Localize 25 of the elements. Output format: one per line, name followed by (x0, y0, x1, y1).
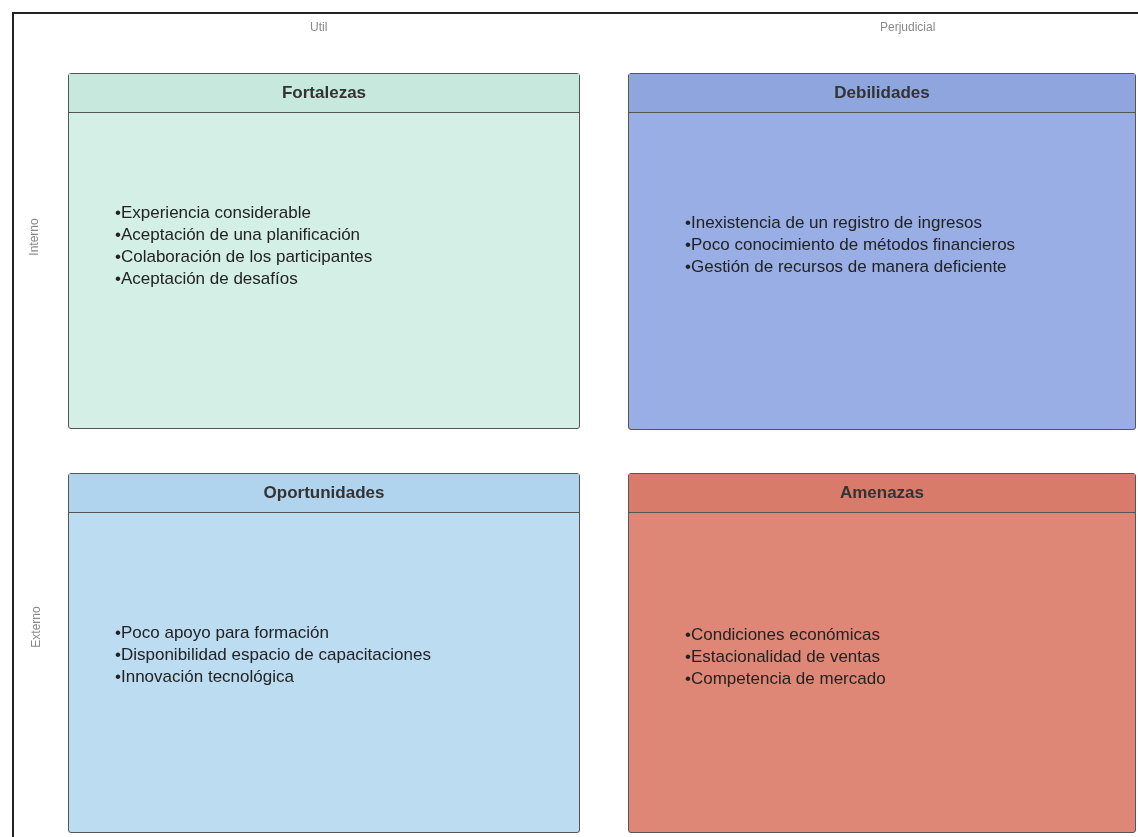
swot-quadrant-box (68, 473, 580, 833)
swot-quadrant-box (68, 73, 580, 429)
bullet-item: •Aceptación de desafíos (115, 268, 299, 290)
bullet-item: •Experiencia considerable (115, 202, 312, 224)
bullet-item: •Estacionalidad de ventas (685, 646, 881, 668)
bullet-item: •Aceptación de una planificación (115, 224, 362, 246)
row-label: Externo (28, 606, 43, 648)
bullet-item: •Innovación tecnológica (115, 666, 295, 688)
swot-quadrant-box (628, 473, 1136, 833)
bullet-item: •Disponibilidad espacio de capacitaciones (115, 644, 432, 666)
row-label: Interno (26, 218, 41, 256)
bullet-item: •Colaboración de los participantes (115, 246, 374, 268)
bullet-item: •Inexistencia de un registro de ingresos (685, 212, 983, 234)
bullet-item: •Poco apoyo para formación (115, 622, 330, 644)
quadrant-heading: Debilidades (834, 83, 930, 103)
bullet-item: •Poco conocimiento de métodos financieros (685, 234, 1017, 256)
swot-quadrant-box (628, 73, 1136, 430)
bullet-item: •Competencia de mercado (685, 668, 887, 690)
column-label: Util (310, 20, 328, 34)
quadrant-heading: Oportunidades (263, 483, 385, 503)
quadrant-heading: Amenazas (839, 483, 925, 503)
bullet-item: •Condiciones económicas (685, 624, 881, 646)
column-label: Perjudicial (880, 20, 936, 34)
quadrant-heading: Fortalezas (281, 83, 367, 103)
bullet-item: •Gestión de recursos de manera deficiente (685, 256, 1008, 278)
